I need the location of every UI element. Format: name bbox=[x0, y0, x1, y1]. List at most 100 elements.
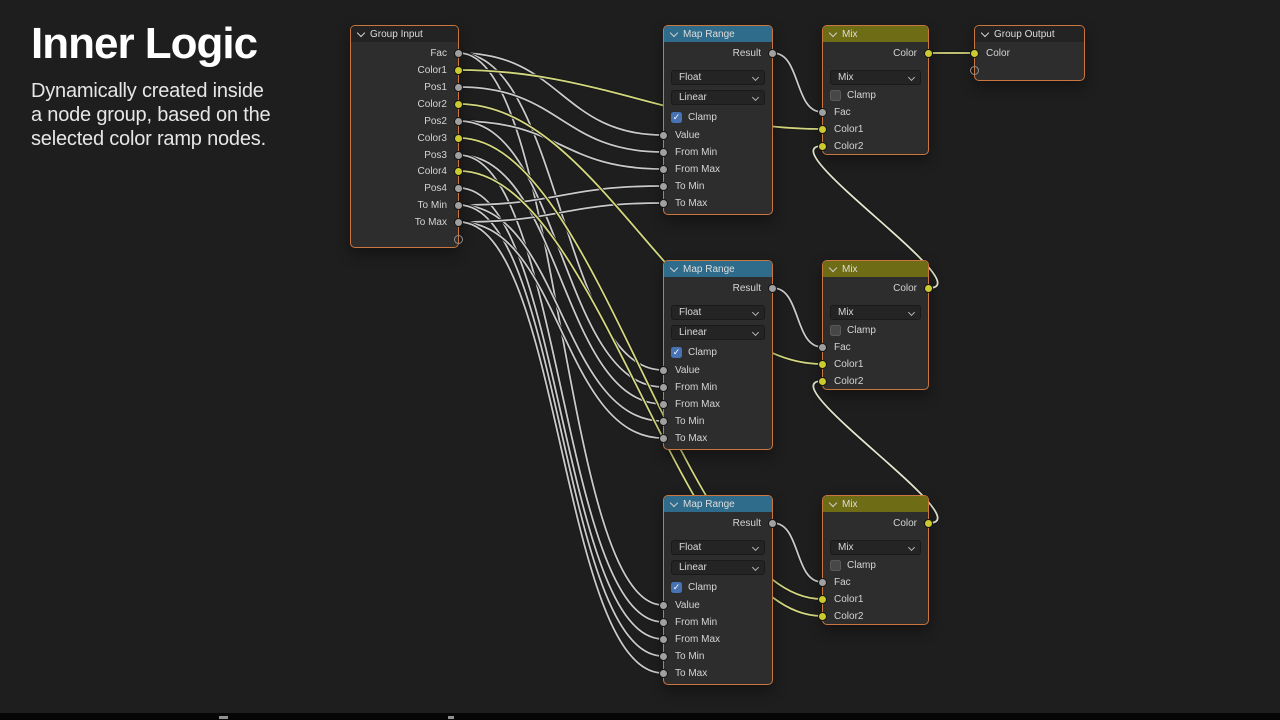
socket-pos1[interactable] bbox=[454, 83, 463, 92]
select-mix[interactable]: Mix bbox=[830, 70, 921, 85]
collapse-chevron-icon[interactable] bbox=[669, 498, 679, 508]
socket-to-max[interactable] bbox=[659, 434, 668, 443]
socket-color2[interactable] bbox=[818, 142, 827, 151]
socket-fac[interactable] bbox=[454, 49, 463, 58]
socket-color[interactable] bbox=[970, 49, 979, 58]
socket-from-min[interactable] bbox=[659, 148, 668, 157]
select-float[interactable]: Float bbox=[671, 305, 765, 320]
socket-result[interactable] bbox=[768, 519, 777, 528]
virtual-socket[interactable] bbox=[454, 235, 463, 244]
input-label: Fac bbox=[834, 342, 851, 353]
virtual-socket[interactable] bbox=[970, 66, 979, 75]
socket-color1[interactable] bbox=[454, 66, 463, 75]
socket-pos3[interactable] bbox=[454, 151, 463, 160]
select-linear[interactable]: Linear bbox=[671, 325, 765, 340]
chevron-down-icon bbox=[907, 73, 916, 82]
socket-color4[interactable] bbox=[454, 167, 463, 176]
socket-fac[interactable] bbox=[818, 108, 827, 117]
select-linear[interactable]: Linear bbox=[671, 90, 765, 105]
socket-color[interactable] bbox=[924, 519, 933, 528]
collapse-chevron-icon[interactable] bbox=[828, 263, 838, 273]
output-label: Result bbox=[732, 283, 761, 294]
socket-to-max[interactable] bbox=[659, 669, 668, 678]
socket-from-min[interactable] bbox=[659, 618, 668, 627]
chevron-down-icon bbox=[751, 93, 760, 102]
select-mix[interactable]: Mix bbox=[830, 540, 921, 555]
input-label: Fac bbox=[834, 577, 851, 588]
socket-fac[interactable] bbox=[818, 578, 827, 587]
socket-value[interactable] bbox=[659, 601, 668, 610]
socket-color[interactable] bbox=[924, 284, 933, 293]
collapse-chevron-icon[interactable] bbox=[828, 498, 838, 508]
clamp-checkbox[interactable] bbox=[830, 559, 841, 571]
checkbox-label: Clamp bbox=[847, 324, 876, 336]
clamp-checkbox[interactable]: ✓ bbox=[671, 111, 682, 123]
input-label: Value bbox=[675, 365, 700, 376]
input-label: Color bbox=[986, 48, 1010, 59]
socket-color1[interactable] bbox=[818, 360, 827, 369]
socket-result[interactable] bbox=[768, 284, 777, 293]
node-header[interactable]: Map Range bbox=[664, 496, 772, 512]
socket-from-min[interactable] bbox=[659, 383, 668, 392]
socket-color2[interactable] bbox=[454, 100, 463, 109]
node-header[interactable]: Map Range bbox=[664, 26, 772, 42]
socket-to-min[interactable] bbox=[454, 201, 463, 210]
clamp-checkbox[interactable]: ✓ bbox=[671, 346, 682, 358]
socket-color2[interactable] bbox=[818, 377, 827, 386]
node-link bbox=[458, 202, 664, 223]
socket-from-max[interactable] bbox=[659, 635, 668, 644]
node-header[interactable]: Mix bbox=[823, 261, 928, 277]
collapse-chevron-icon[interactable] bbox=[828, 28, 838, 38]
node-link bbox=[458, 120, 664, 170]
socket-to-max[interactable] bbox=[454, 218, 463, 227]
socket-to-min[interactable] bbox=[659, 652, 668, 661]
clamp-checkbox[interactable]: ✓ bbox=[671, 581, 682, 593]
socket-pos4[interactable] bbox=[454, 184, 463, 193]
socket-color2[interactable] bbox=[818, 612, 827, 621]
node-header[interactable]: Group Output bbox=[975, 26, 1084, 42]
node-link bbox=[458, 120, 664, 388]
collapse-chevron-icon[interactable] bbox=[356, 28, 366, 38]
node-title: Mix bbox=[842, 498, 858, 510]
node-header[interactable]: Group Input bbox=[351, 26, 458, 42]
socket-color1[interactable] bbox=[818, 595, 827, 604]
input-label: To Max bbox=[675, 433, 708, 444]
select-mix[interactable]: Mix bbox=[830, 305, 921, 320]
node-header[interactable]: Map Range bbox=[664, 261, 772, 277]
select-float[interactable]: Float bbox=[671, 70, 765, 85]
node-title: Map Range bbox=[683, 498, 735, 510]
socket-fac[interactable] bbox=[818, 343, 827, 352]
socket-color3[interactable] bbox=[454, 134, 463, 143]
socket-value[interactable] bbox=[659, 131, 668, 140]
socket-to-max[interactable] bbox=[659, 199, 668, 208]
collapse-chevron-icon[interactable] bbox=[669, 28, 679, 38]
socket-color1[interactable] bbox=[818, 125, 827, 134]
collapse-chevron-icon[interactable] bbox=[669, 263, 679, 273]
socket-value[interactable] bbox=[659, 366, 668, 375]
socket-color[interactable] bbox=[924, 49, 933, 58]
collapse-chevron-icon[interactable] bbox=[980, 28, 990, 38]
socket-from-max[interactable] bbox=[659, 165, 668, 174]
clamp-checkbox[interactable] bbox=[830, 324, 841, 336]
node-title: Group Output bbox=[994, 28, 1055, 40]
input-label: To Min bbox=[675, 651, 705, 662]
socket-to-min[interactable] bbox=[659, 417, 668, 426]
select-linear[interactable]: Linear bbox=[671, 560, 765, 575]
node-header[interactable]: Mix bbox=[823, 26, 928, 42]
socket-result[interactable] bbox=[768, 49, 777, 58]
socket-from-max[interactable] bbox=[659, 400, 668, 409]
socket-to-min[interactable] bbox=[659, 182, 668, 191]
clamp-checkbox[interactable] bbox=[830, 89, 841, 101]
node-header[interactable]: Mix bbox=[823, 496, 928, 512]
select-float[interactable]: Float bbox=[671, 540, 765, 555]
socket-pos2[interactable] bbox=[454, 117, 463, 126]
